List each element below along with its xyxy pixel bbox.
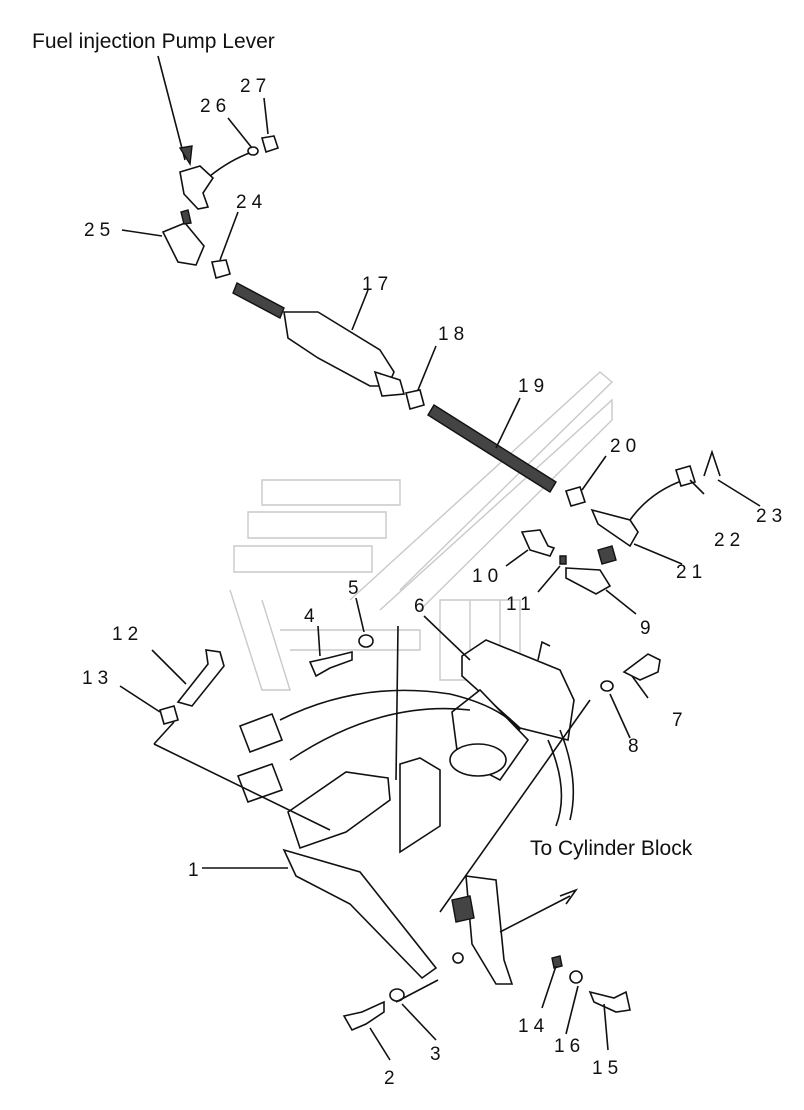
callout-6: 6 (414, 596, 430, 617)
part-16-washer (569, 970, 583, 984)
callout-20: 20 (610, 436, 641, 457)
callout-24: 24 (236, 192, 267, 213)
callout-2: 2 (384, 1068, 400, 1089)
callout-3: 3 (430, 1044, 446, 1065)
part-18-nut (405, 389, 425, 410)
callout-11: 11 (506, 594, 536, 615)
part-7-bolt (622, 653, 661, 681)
cylinder-block-caption: To Cylinder Block (530, 837, 693, 860)
part-9-lever (565, 545, 617, 595)
callout-22: 22 (714, 530, 745, 551)
part-14-bracket (451, 875, 579, 985)
callout-10: 10 (472, 566, 503, 587)
callout-14: 14 (518, 1016, 549, 1037)
watermark-logo (229, 371, 614, 691)
callout-15: 15 (592, 1058, 623, 1079)
callout-4: 4 (304, 606, 320, 627)
part-11-pin (559, 555, 567, 565)
part-8-washer (600, 680, 614, 692)
callout-25: 25 (84, 220, 115, 241)
callout-5: 5 (348, 578, 364, 599)
part-20-nut (564, 486, 587, 507)
part-15-bolt (588, 990, 631, 1013)
callout-17: 17 (362, 274, 393, 295)
part-13-nut (159, 705, 179, 725)
part-6-motor (449, 639, 575, 782)
callout-1: 1 (188, 860, 204, 881)
part-1-bracket (282, 625, 441, 980)
part-21-rod-end (590, 479, 685, 548)
part-23-cotter-pin (703, 449, 721, 477)
part-27-nut (260, 135, 280, 154)
part-25-ball-joint (161, 209, 205, 266)
part-24-nut (211, 259, 231, 279)
callout-7: 7 (672, 710, 688, 731)
callout-21: 21 (676, 562, 707, 583)
callout-9: 9 (640, 618, 656, 639)
callout-26: 26 (200, 96, 231, 117)
part-19-rod (427, 404, 557, 493)
callout-19: 19 (518, 376, 549, 397)
part-5-washer (358, 634, 374, 648)
part-10-bolt (520, 529, 556, 557)
part-2-bolt (342, 1000, 385, 1032)
part-26-washer (247, 146, 259, 156)
callout-27: 27 (240, 76, 271, 97)
callout-13: 13 (82, 668, 113, 689)
fuel-pump-lever (179, 151, 253, 210)
callout-8: 8 (628, 736, 644, 757)
part-4-bolt (308, 650, 353, 678)
wiring-harness (236, 689, 575, 827)
pump-lever-caption: Fuel injection Pump Lever (32, 30, 275, 53)
leader-lines (119, 55, 761, 1061)
part-17-damper (232, 282, 406, 397)
part-12-bolt (176, 649, 225, 707)
callout-18: 18 (438, 324, 469, 345)
callout-23: 23 (756, 506, 787, 527)
callout-16: 16 (554, 1036, 585, 1057)
callout-12: 12 (112, 624, 143, 645)
